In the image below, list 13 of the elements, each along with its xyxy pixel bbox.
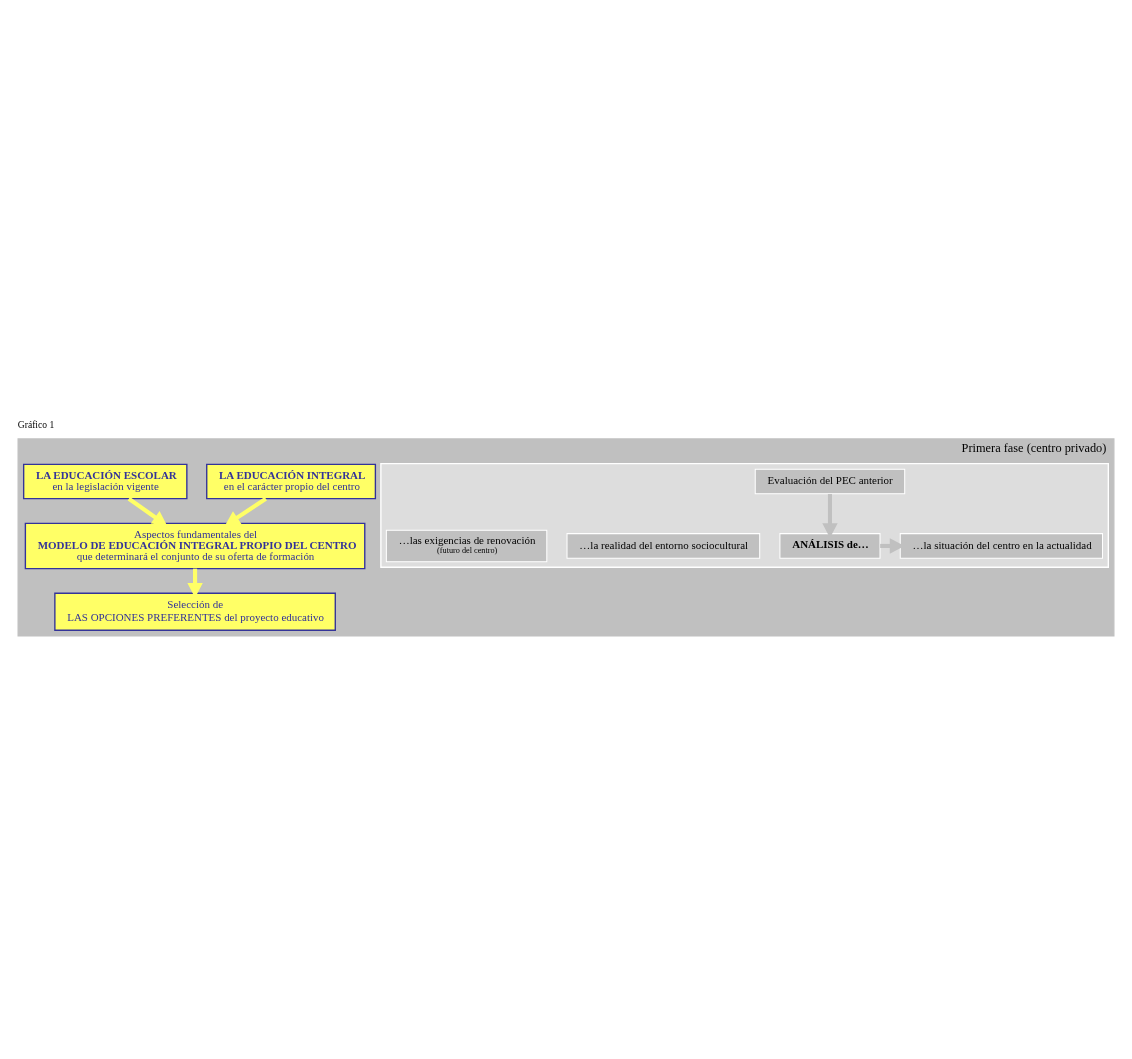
node-box: LA EDUCACIÓN ESCOLAR en la legislación vigente [23,463,188,500]
node-box: LA EDUCACIÓN INTEGRAL en el carácter propio del centro [206,463,377,500]
arrow [822,494,838,538]
node-box: …la situación del centro en la actualidad [899,533,1103,559]
node-box: ANÁLISIS de… [779,533,881,559]
arrow [127,497,168,526]
node-box: Evaluación del PEC anterior [754,468,906,495]
node-box: Aspectos fundamentales del MODELO DE EDUCACIÓN INTEGRAL PROPIO DEL CENTRO que determinará el conjunto de su oferta de formación [24,522,366,570]
node-box: Selección de LAS OPCIONES PREFERENTES del proyecto educativo [54,592,336,631]
node-box: …la realidad del entorno sociocultural [566,533,761,559]
cluster [380,463,1109,568]
arrow [224,497,267,526]
diagram-title: Gráfico 1 [17,419,55,431]
